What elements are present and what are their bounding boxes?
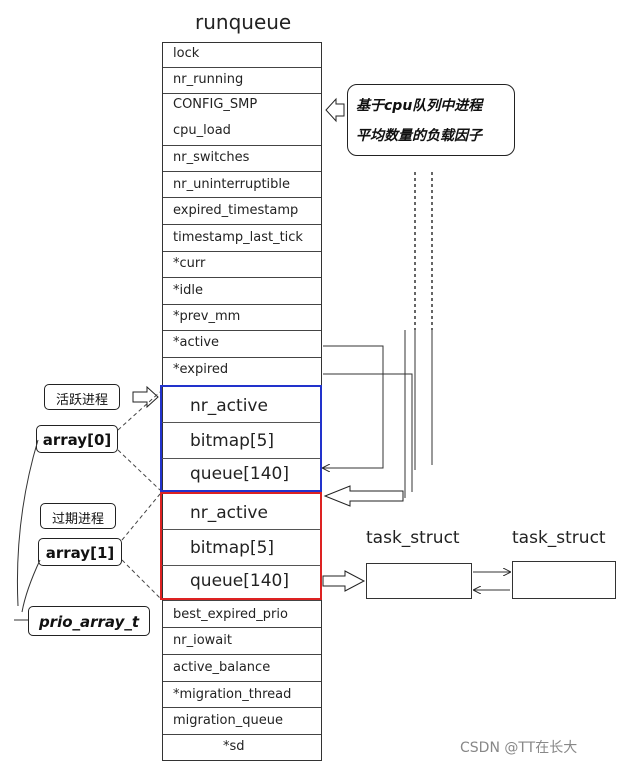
field-nr-running: nr_running — [163, 68, 321, 94]
note-line-2: 平均数量的负载因子 — [356, 128, 482, 144]
prio-array-bracket-1 — [16, 439, 39, 607]
expired-nr-active: nr_active — [162, 494, 320, 530]
expired-prio-array: nr_active bitmap[5] queue[140] — [160, 492, 322, 600]
field-expired-timestamp: expired_timestamp — [163, 198, 321, 225]
field-sd: *sd — [223, 739, 245, 754]
field-lock: lock — [163, 42, 321, 68]
field-migration-queue: migration_queue — [163, 708, 321, 735]
active-bitmap: bitmap[5] — [162, 423, 320, 459]
array0-label: array[0] — [36, 425, 118, 453]
array1-label: array[1] — [38, 538, 122, 566]
task-struct-label-2: task_struct — [512, 528, 606, 548]
active-pointer-line — [323, 345, 384, 468]
active-nr-active: nr_active — [162, 387, 320, 423]
active-prio-array: nr_active bitmap[5] queue[140] — [160, 385, 322, 492]
expired-pointer-line — [323, 373, 413, 492]
field-nr-uninterruptible: nr_uninterruptible — [163, 172, 321, 198]
note-pointer-arrow — [325, 97, 345, 123]
field-nr-iowait: nr_iowait — [163, 628, 321, 655]
prio-array-bracket-2 — [21, 559, 41, 613]
array1-dashed-guide-bottom — [121, 559, 161, 599]
note-line-1: 基于cpu队列中进程 — [356, 98, 483, 114]
diagram-title: runqueue — [195, 10, 292, 34]
active-pointer-arrow — [132, 385, 159, 409]
field-active-balance: active_balance — [163, 655, 321, 682]
field-nr-switches: nr_switches — [163, 146, 321, 172]
field-best-expired-prio: best_expired_prio — [163, 600, 321, 628]
expired-hollow-arrow — [323, 485, 404, 507]
watermark: CSDN @TT在长大 — [460, 740, 578, 756]
load-factor-note: 基于cpu队列中进程 平均数量的负载因子 — [347, 84, 515, 156]
field-active: *active — [163, 331, 321, 358]
expired-queue: queue[140] — [190, 571, 289, 591]
expired-process-label: 过期进程 — [40, 503, 116, 529]
active-process-label: 活跃进程 — [44, 384, 120, 410]
prio-array-t-label: prio_array_t — [28, 606, 150, 636]
field-prev-mm: *prev_mm — [163, 305, 321, 331]
array0-dashed-guide-bottom — [117, 449, 161, 491]
field-migration-thread: *migration_thread — [163, 682, 321, 708]
expired-bitmap: bitmap[5] — [162, 530, 320, 566]
queue-to-task-arrow — [322, 570, 366, 592]
task-struct-box-1 — [366, 563, 472, 599]
field-cpu-load: cpu_load — [163, 120, 321, 146]
task-struct-box-2 — [512, 561, 616, 599]
field-idle: *idle — [163, 278, 321, 305]
array1-dashed-guide-top — [121, 493, 161, 541]
task-struct-label-1: task_struct — [366, 528, 460, 548]
array0-dashed-guide-top — [117, 391, 161, 431]
field-config-smp: CONFIG_SMP — [173, 97, 258, 112]
field-curr: *curr — [163, 252, 321, 278]
field-timestamp-last-tick: timestamp_last_tick — [163, 225, 321, 252]
active-queue: queue[140] — [190, 464, 289, 484]
field-expired: *expired — [173, 362, 229, 377]
